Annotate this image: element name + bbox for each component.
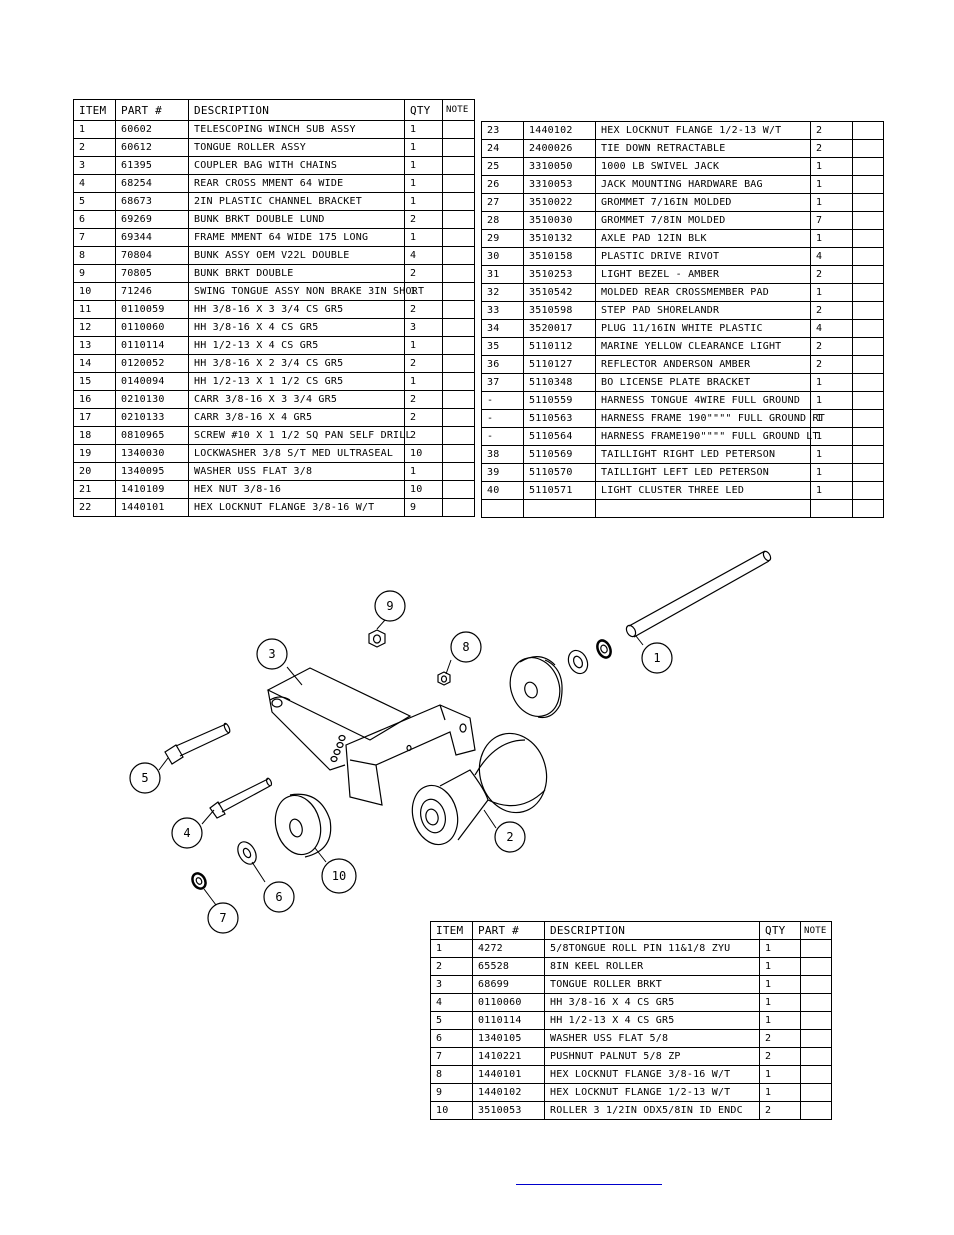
callout-5: 5 xyxy=(141,771,148,785)
cell-note xyxy=(800,1101,832,1120)
callout-circles xyxy=(129,590,673,934)
footer-link[interactable] xyxy=(516,1172,662,1185)
locknut-8 xyxy=(437,671,451,686)
cell-note xyxy=(442,498,475,517)
leader-lines xyxy=(158,619,644,906)
tongue-roller-bracket xyxy=(266,667,476,806)
end-roller-upper xyxy=(509,656,563,719)
cell-part: 3510053 xyxy=(472,1101,545,1120)
bolt-4 xyxy=(209,777,273,819)
roll-pin xyxy=(625,550,772,638)
callout-7: 7 xyxy=(219,911,226,925)
callout-10: 10 xyxy=(332,869,346,883)
callout-8: 8 xyxy=(462,640,469,654)
cell-qty: 9 xyxy=(404,498,443,517)
callout-1: 1 xyxy=(653,651,660,665)
locknut-9 xyxy=(368,629,386,648)
pushnut-pin xyxy=(596,639,612,659)
cell-note xyxy=(852,499,884,518)
callout-4: 4 xyxy=(183,826,190,840)
header-qty: QTY xyxy=(759,921,801,940)
bolt-5 xyxy=(164,722,231,765)
table-row xyxy=(481,499,884,518)
callout-3: 3 xyxy=(268,647,275,661)
callout-6: 6 xyxy=(275,890,282,904)
end-roller-lower xyxy=(274,793,332,858)
pushnut-7 xyxy=(191,872,207,890)
washer-6 xyxy=(237,841,257,865)
callout-9: 9 xyxy=(386,599,393,613)
cell-part: 1440101 xyxy=(115,498,189,517)
keel-roller xyxy=(411,732,548,846)
callout-2: 2 xyxy=(506,830,513,844)
washer-pin xyxy=(567,649,589,675)
